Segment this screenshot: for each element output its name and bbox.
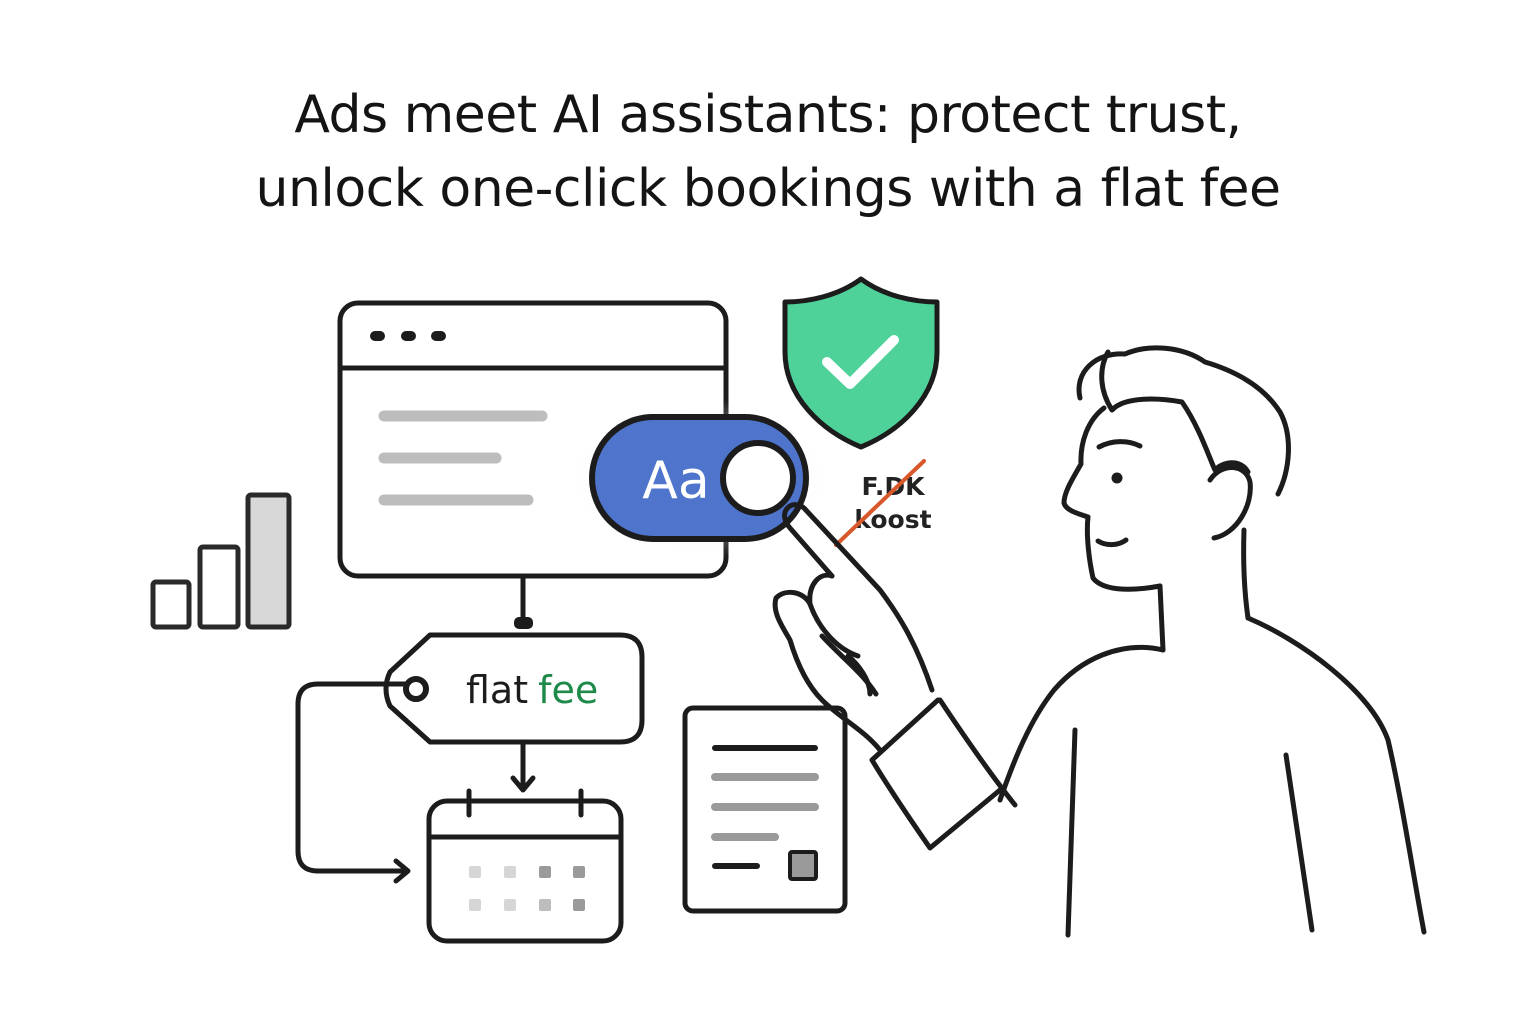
tag-word-fee: fee xyxy=(538,668,598,712)
flow-arrows xyxy=(295,681,536,884)
calendar-days xyxy=(469,866,585,911)
toggle-knob[interactable] xyxy=(720,440,796,516)
ad-toggle[interactable]: Aa xyxy=(560,398,840,558)
document-icon xyxy=(682,705,848,914)
calendar-icon xyxy=(426,788,624,944)
strike-line xyxy=(834,459,926,547)
note-line-1: F.DK xyxy=(861,472,926,501)
tag-hole-icon xyxy=(403,676,429,702)
window-content-lines xyxy=(378,410,548,506)
shield-check-icon xyxy=(782,276,940,450)
ad-pill-label: Aa xyxy=(642,451,709,511)
headline-line-2: unlock one-click bookings with a flat fe… xyxy=(255,159,1281,219)
bar-chart-icon xyxy=(150,492,292,630)
tag-word-flat: flat xyxy=(466,668,528,712)
note-line-2: koost xyxy=(854,505,931,534)
headline-line-1: Ads meet AI assistants: protect trust, xyxy=(294,85,1242,145)
headline: Ads meet AI assistants: protect trust, u… xyxy=(0,78,1536,226)
person-pointing-icon xyxy=(772,345,1427,938)
crossed-note: F.DK koost xyxy=(834,459,932,547)
window-dots-icon xyxy=(370,331,446,341)
